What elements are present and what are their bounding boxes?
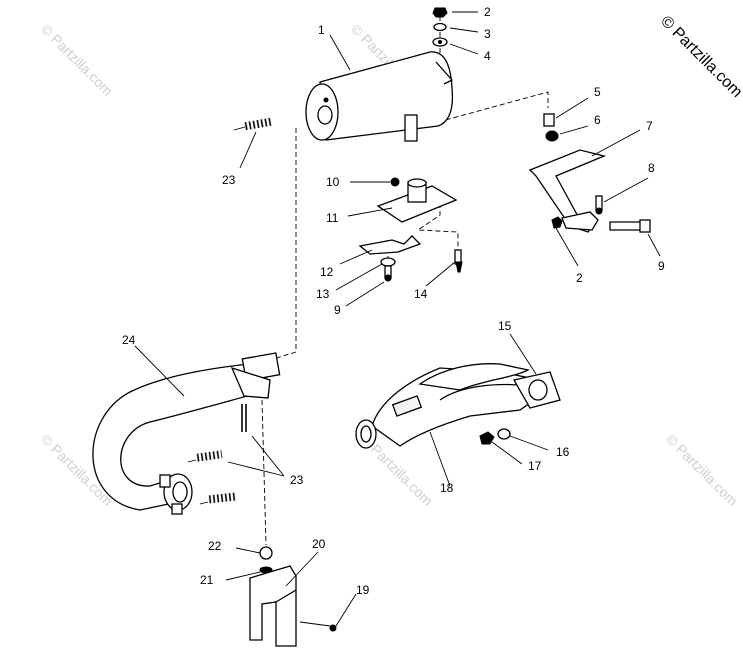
manifold-hardware xyxy=(479,428,511,445)
callout-6: 6 xyxy=(594,113,601,127)
callouts: 1 2 3 4 5 6 7 8 9 2 10 11 12 13 9 14 23 … xyxy=(122,5,665,597)
callout-14: 14 xyxy=(414,287,428,301)
callout-13: 13 xyxy=(316,287,330,301)
callout-4: 4 xyxy=(484,49,491,63)
pipe-bracket-assembly xyxy=(249,546,337,647)
callout-11: 11 xyxy=(326,211,339,225)
exhaust-pipe xyxy=(92,352,281,515)
spacer-grommet xyxy=(543,113,559,142)
callout-23-top: 23 xyxy=(222,173,236,187)
callout-9-left: 9 xyxy=(334,303,341,317)
corner-watermark: © Partzilla.com xyxy=(657,13,743,101)
callout-12: 12 xyxy=(320,265,334,279)
callout-19: 19 xyxy=(356,583,370,597)
lower-mount-hardware xyxy=(358,235,463,282)
callout-8: 8 xyxy=(648,161,655,175)
callout-18: 18 xyxy=(440,481,454,495)
callout-5: 5 xyxy=(594,85,601,99)
callout-20: 20 xyxy=(312,537,326,551)
callout-23-bottom: 23 xyxy=(290,473,304,487)
callout-24: 24 xyxy=(122,333,136,347)
callout-1: 1 xyxy=(318,23,325,37)
callout-17: 17 xyxy=(528,459,542,473)
callout-9-right: 9 xyxy=(658,259,665,273)
mount-plate xyxy=(376,177,458,223)
callout-22: 22 xyxy=(208,539,222,553)
watermark: © Partzilla.com xyxy=(663,431,741,509)
muffler-bracket xyxy=(528,149,607,233)
callout-3: 3 xyxy=(484,27,491,41)
exhaust-manifold xyxy=(355,363,561,449)
bracket-hardware xyxy=(551,195,651,233)
callout-2-right: 2 xyxy=(576,271,583,285)
springs xyxy=(187,117,273,505)
leader-lines xyxy=(134,11,661,627)
callout-10: 10 xyxy=(326,175,340,189)
top-hardware xyxy=(432,7,448,47)
callout-21: 21 xyxy=(200,573,214,587)
callout-16: 16 xyxy=(556,445,570,459)
muffler xyxy=(305,51,454,142)
watermark: © Partzilla.com xyxy=(38,21,116,99)
callout-7: 7 xyxy=(646,119,653,133)
callout-15: 15 xyxy=(498,319,512,333)
callout-2-top: 2 xyxy=(484,5,491,19)
